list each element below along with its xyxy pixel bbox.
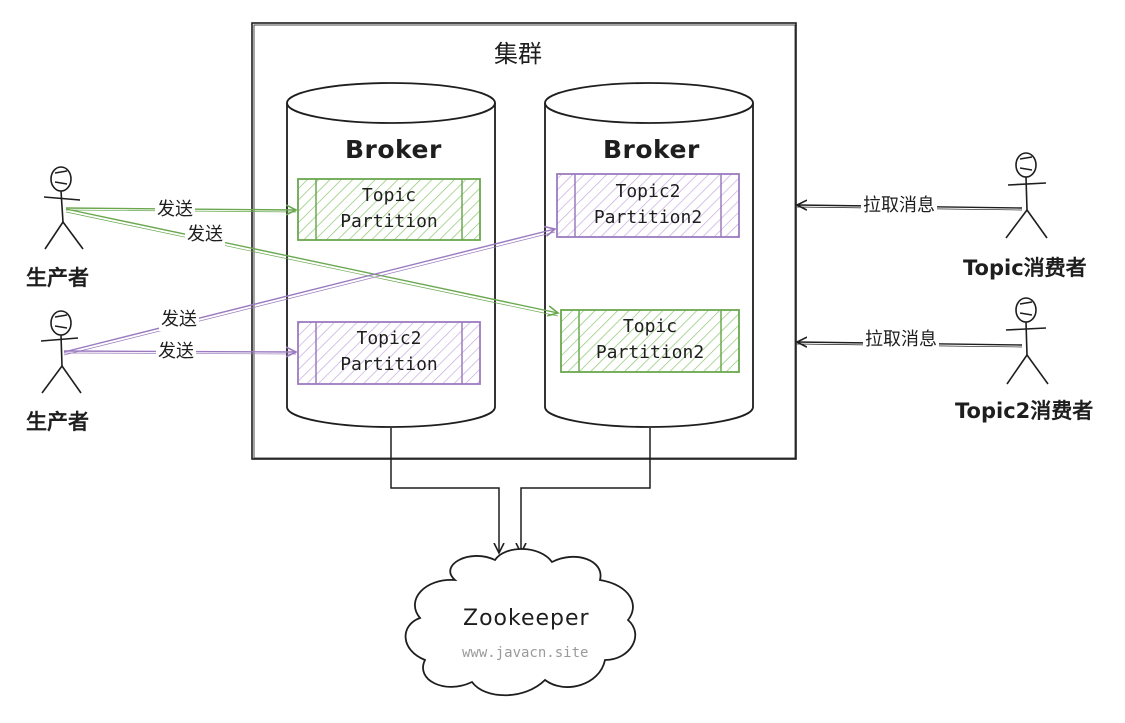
producer-1-figure [43,166,84,250]
send-label-4: 发送 [156,341,196,363]
partition-box-b2-topic [560,309,740,373]
partition-b1-topic-line2: Partition [340,211,438,232]
cluster-title: 集群 [494,40,542,68]
partition-box-b2-topic2 [556,173,740,238]
broker-2-title: Broker [603,135,700,164]
partition-b2-topic2-line2: Partition2 [593,207,703,228]
pull-label-1: 拉取消息 [861,195,937,217]
zookeeper-title: Zookeeper [463,606,590,631]
zookeeper-cloud [404,548,637,697]
consumer-1-label: Topic消费者 [963,256,1087,280]
broker-1-title: Broker [345,135,442,164]
partition-b1-topic2-line2: Partition [340,354,438,375]
send-label-3: 发送 [159,309,199,331]
partition-b1-topic2-line1: Topic2 [356,328,422,349]
partition-b1-topic-line1: Topic [361,185,417,206]
partition-b2-topic-label: Topic Partition2 [579,314,721,366]
producer-2-label: 生产者 [26,410,89,434]
zookeeper-site: www.javacn.site [462,645,589,661]
partition-b2-topic-line1: Topic [622,316,678,337]
send-label-1: 发送 [155,199,195,221]
partition-b2-topic2-label: Topic2 Partition2 [575,179,721,231]
consumer-2-label: Topic2消费者 [955,399,1094,423]
producer-1-label: 生产者 [26,266,89,290]
consumer-1-figure [1005,152,1048,239]
partition-b1-topic2-label: Topic2 Partition [316,326,462,378]
broker1-to-zookeeper-connector [390,428,499,553]
pull-label-2: 拉取消息 [863,329,939,351]
producer-2-figure [40,310,82,394]
consumer-2-figure [1005,297,1049,385]
partition-b1-topic-label: Topic Partition [316,183,462,235]
partition-b2-topic2-line1: Topic2 [615,181,681,202]
partition-box-b1-topic [297,178,481,241]
cluster-box [251,22,797,460]
send-arrow-p2-to-b2-topic2 [63,229,555,356]
send-label-2: 发送 [185,224,225,246]
partition-box-b1-topic2 [297,321,481,385]
send-arrow-p1-to-b2-topic [65,208,558,316]
partition-b2-topic-line2: Partition2 [595,342,705,363]
broker2-to-zookeeper-connector [521,428,651,553]
